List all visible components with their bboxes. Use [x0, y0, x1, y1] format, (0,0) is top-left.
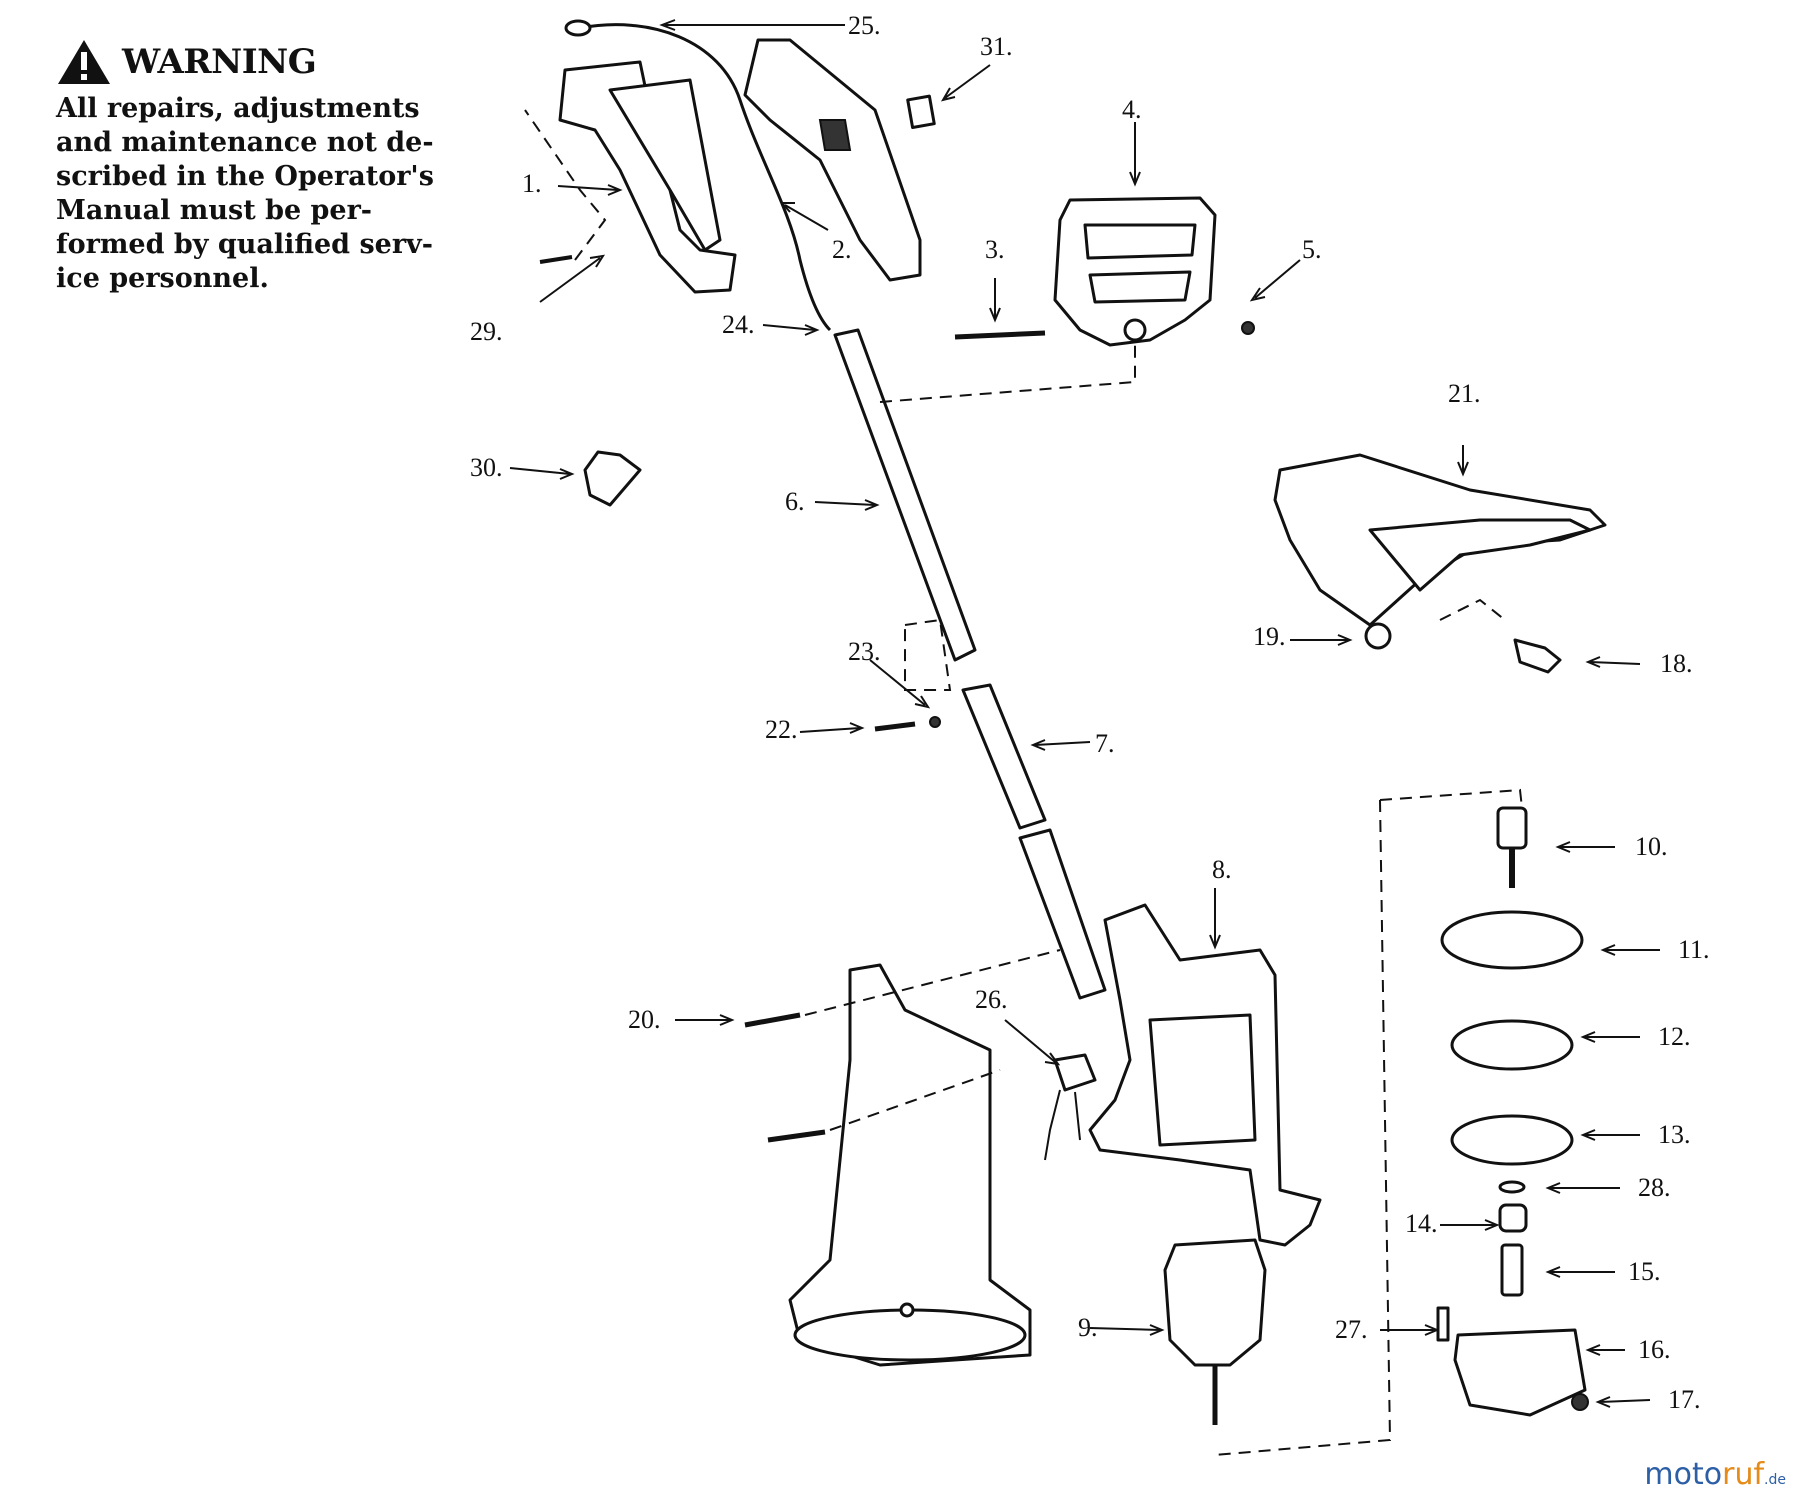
warning-title: WARNING — [122, 42, 317, 82]
callout-11: 11. — [1678, 935, 1710, 964]
watermark-part1: moto — [1644, 1457, 1723, 1492]
callout-12: 12. — [1658, 1022, 1691, 1051]
shaft-nut-part — [929, 716, 941, 728]
warning-line: scribed in the Operator's — [56, 161, 434, 192]
handle-opposite-half-part — [743, 38, 922, 282]
aux-handle-bolt-part — [954, 330, 1046, 340]
callout-23: 23. — [848, 637, 881, 666]
guard-part — [1273, 453, 1607, 627]
leader-arrows — [509, 19, 1660, 1408]
callout-18: 18. — [1660, 649, 1693, 678]
callout-29: 29. — [470, 317, 503, 346]
handle-half-part — [558, 60, 737, 294]
fan-part — [1440, 910, 1584, 970]
guard-nut-part — [1364, 622, 1392, 650]
assembly-line — [804, 949, 1061, 1016]
nut-part — [1498, 1203, 1528, 1233]
callout-26: 26. — [975, 985, 1008, 1014]
switch-button-part — [906, 94, 936, 130]
guard-screw-part — [1513, 638, 1562, 674]
assembly-line — [904, 618, 952, 691]
site-watermark: motoruf.de — [1644, 1457, 1786, 1492]
assembly-line — [829, 1069, 1001, 1131]
cord-plug-part — [564, 19, 592, 37]
callout-6: 6. — [785, 487, 805, 516]
callout-16: 16. — [1638, 1335, 1671, 1364]
hub-part — [1453, 1328, 1587, 1417]
upper-shaft-part — [833, 328, 977, 662]
callout-14: 14. — [1405, 1209, 1438, 1238]
switch-cord-part — [579, 23, 832, 332]
spool-part — [1450, 1019, 1574, 1071]
auxiliary-handle-part — [1053, 196, 1217, 347]
assembly-line — [879, 340, 1136, 403]
callout-25: 25. — [848, 11, 881, 40]
callout-7: 7. — [1095, 729, 1115, 758]
spool-cover-part — [1450, 1114, 1574, 1166]
motor-housing-other-half-part — [1088, 903, 1322, 1247]
callout-5: 5. — [1302, 235, 1322, 264]
callout-19: 19. — [1253, 622, 1286, 651]
callout-8: 8. — [1212, 855, 1232, 884]
assembly-line — [1439, 598, 1506, 621]
assembly-line — [524, 109, 607, 261]
handle-screw-part — [539, 255, 573, 264]
switch-wires-part — [1044, 1089, 1081, 1161]
adapter-part — [1496, 806, 1528, 850]
motor-part — [1163, 1238, 1267, 1425]
warning-line: Manual must be per- — [56, 195, 373, 226]
callout-13: 13. — [1658, 1120, 1691, 1149]
callout-3: 3. — [985, 235, 1005, 264]
assembly-line — [1214, 788, 1523, 1456]
warning-triangle-icon — [58, 40, 110, 84]
washer-part — [1498, 1180, 1526, 1194]
motor-housing-half-part — [788, 963, 1032, 1367]
cord-retainer-part — [583, 450, 642, 507]
hub-latch-part — [1436, 1306, 1450, 1342]
warning-block: WARNING All repairs, adjustments and mai… — [56, 38, 466, 296]
callout-15: 15. — [1628, 1257, 1661, 1286]
callout-22: 22. — [765, 715, 798, 744]
switch-part — [1053, 1053, 1097, 1092]
warning-line: formed by qualified serv- — [56, 229, 433, 260]
callout-30: 30. — [470, 453, 503, 482]
warning-line: All repairs, adjustments — [56, 93, 420, 124]
callout-27: 27. — [1335, 1315, 1368, 1344]
spring-part — [1500, 1243, 1524, 1297]
middle-shaft-part — [961, 683, 1047, 830]
callout-21: 21. — [1448, 379, 1481, 408]
callout-31: 31. — [980, 32, 1013, 61]
shaft-screw-part — [874, 721, 916, 732]
callout-10: 10. — [1635, 832, 1668, 861]
callout-1: 1. — [522, 169, 542, 198]
callout-20: 20. — [628, 1005, 661, 1034]
callout-4: 4. — [1122, 95, 1142, 124]
callout-24: 24. — [722, 310, 755, 339]
callout-9: 9. — [1078, 1313, 1098, 1342]
warning-line: ice personnel. — [56, 263, 269, 294]
housing-screw-part — [744, 1012, 801, 1028]
watermark-part3: .de — [1764, 1472, 1786, 1488]
watermark-part2: ruf — [1722, 1457, 1765, 1492]
warning-text: All repairs, adjustments and maintenance… — [56, 92, 466, 296]
aux-handle-nut-part — [1241, 321, 1255, 335]
bump-knob-part — [1571, 1393, 1589, 1411]
callout-17: 17. — [1668, 1385, 1701, 1414]
callout-28: 28. — [1638, 1173, 1671, 1202]
lower-shaft-part — [1018, 828, 1107, 1000]
callout-2: 2. — [832, 235, 852, 264]
warning-header: WARNING — [56, 38, 466, 86]
warning-line: and maintenance not de- — [56, 127, 434, 158]
housing-screw-part — [767, 1129, 826, 1143]
